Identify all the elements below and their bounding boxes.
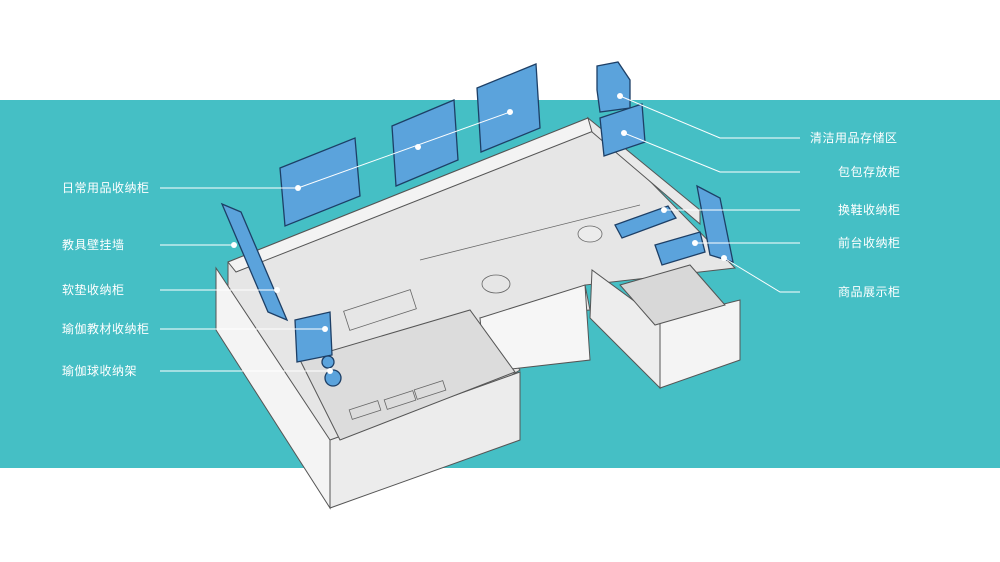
label-bag-cabinet: 包包存放柜 — [838, 165, 901, 179]
stool-icon — [577, 225, 603, 243]
side-room-floor — [619, 264, 726, 326]
leader-dots — [231, 93, 727, 374]
cabinets — [220, 61, 734, 387]
cleaning-storage — [596, 61, 631, 113]
front-desk-cabinet — [654, 231, 706, 266]
floor-details — [343, 204, 641, 420]
dot — [322, 326, 328, 332]
label-daily-goods-cabinet: 日常用品收纳柜 — [62, 181, 150, 195]
leader-bag — [623, 132, 800, 173]
label-product-display: 商品展示柜 — [838, 285, 901, 299]
label-yoga-book-cabinet: 瑜伽教材收纳柜 — [62, 322, 150, 336]
label-cleaning-storage: 清洁用品存储区 — [810, 131, 898, 145]
shoe-cabinet — [614, 205, 677, 239]
yoga-room-floor — [299, 309, 516, 441]
daily-goods-cabinet-3 — [476, 63, 541, 153]
yoga-ball — [321, 355, 335, 369]
dot — [621, 130, 627, 136]
dot — [661, 207, 667, 213]
leader-display — [723, 257, 800, 293]
label-shoe-cabinet: 换鞋收纳柜 — [838, 203, 901, 217]
dot — [415, 144, 421, 150]
bag-cabinet — [599, 103, 646, 157]
label-teaching-wall: 教具壁挂墙 — [62, 238, 125, 252]
leader-cleaning — [619, 95, 800, 139]
dot — [295, 185, 301, 191]
dot — [721, 255, 727, 261]
yoga-mat-1 — [348, 400, 382, 420]
dot — [274, 287, 280, 293]
yoga-mat-2 — [383, 390, 417, 410]
round-mat — [481, 274, 511, 294]
label-cushion-cabinet: 软垫收纳柜 — [62, 283, 125, 297]
building — [215, 116, 741, 510]
yoga-ball-rack — [324, 369, 342, 387]
teaching-wall — [220, 202, 289, 322]
daily-goods-cabinet-1 — [279, 137, 361, 227]
yoga-mat-3 — [413, 380, 447, 400]
label-front-desk-cabinet: 前台收纳柜 — [838, 236, 901, 250]
leader-lines — [160, 95, 800, 372]
dot — [692, 240, 698, 246]
mat-rack — [343, 289, 417, 331]
floor-line — [419, 204, 641, 261]
dot — [231, 242, 237, 248]
dot — [327, 368, 333, 374]
dot — [617, 93, 623, 99]
dot — [507, 109, 513, 115]
label-yoga-ball-rack: 瑜伽球收纳架 — [62, 364, 138, 378]
yoga-book-cabinet — [294, 311, 333, 363]
